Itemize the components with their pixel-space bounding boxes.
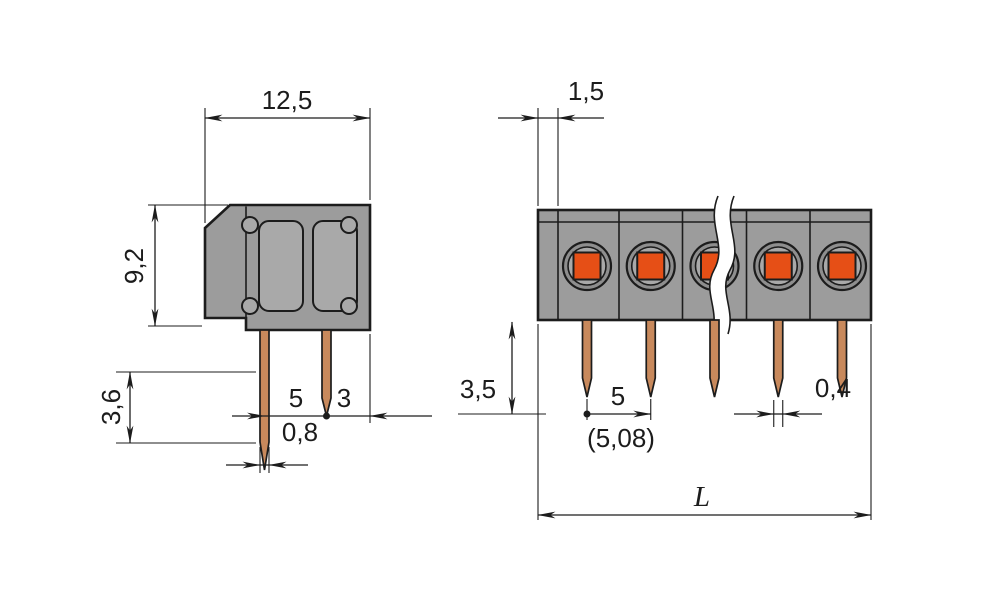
- dim-label-side-edge: 3: [337, 383, 351, 413]
- dim-side-height: 9,2: [119, 204, 228, 327]
- housing-boss: [340, 297, 358, 315]
- dim-label-side-width: 12,5: [262, 85, 313, 115]
- extension-lines: [116, 371, 256, 444]
- dim-front-pin-thickness: 0,4: [734, 373, 851, 427]
- dim-front-overall-length: L: [537, 324, 872, 520]
- dim-label-front-overall-length: L: [693, 481, 710, 513]
- dim-label-front-pin-drop: 3,5: [460, 374, 496, 404]
- break-line: [725, 195, 736, 335]
- dim-label-front-end-offset: 1,5: [568, 76, 604, 106]
- dim-front-end-offset: 1,5: [498, 76, 604, 206]
- dim-label-side-pin-length: 3,6: [96, 389, 126, 425]
- housing-boss: [340, 216, 358, 234]
- terminal-unit: [816, 240, 868, 292]
- extension-lines: [537, 324, 872, 520]
- housing-boss: [241, 216, 259, 234]
- solder-pin: [581, 319, 593, 398]
- solder-pin: [772, 319, 784, 398]
- dim-front-pin-drop: 3,5: [458, 321, 546, 415]
- dimension-dot: [323, 412, 330, 420]
- dim-label-front-pin-thickness: 0,4: [815, 373, 851, 403]
- dim-front-pitch: 5 (5,08): [583, 381, 655, 453]
- dim-label-front-pitch: 5: [611, 381, 625, 411]
- terminal-unit: [561, 240, 613, 292]
- dimension-dot: [583, 410, 591, 418]
- terminal-unit: [625, 240, 676, 292]
- extension-lines: [259, 447, 270, 473]
- clamp-opening: [258, 220, 304, 312]
- clamp-opening: [312, 220, 358, 312]
- extension-lines: [204, 108, 371, 223]
- side-view: 12,5 9,2 3,6 5 3: [96, 85, 432, 473]
- dim-side-width: 12,5: [204, 85, 371, 223]
- dim-side-pitch-and-edge: 5 3: [232, 334, 432, 423]
- terminal-unit: [753, 240, 804, 292]
- extension-lines: [537, 108, 559, 206]
- dim-label-side-height: 9,2: [119, 248, 149, 284]
- front-view: 1,5 3,5 5 (5,08) 0,4 L: [458, 76, 873, 520]
- solder-pin: [709, 319, 720, 398]
- solder-pin: [259, 329, 270, 471]
- housing-boss: [241, 297, 259, 315]
- solder-pin: [645, 319, 657, 398]
- dim-label-side-pin-width: 0,8: [282, 417, 318, 447]
- solder-pin: [321, 329, 332, 417]
- dim-side-pin-length: 3,6: [96, 371, 256, 444]
- dim-side-pin-width: 0,8: [226, 417, 318, 473]
- dim-label-front-pitch-alt: (5,08): [587, 423, 655, 453]
- dim-label-side-pitch: 5: [289, 383, 303, 413]
- break-line: [709, 195, 720, 335]
